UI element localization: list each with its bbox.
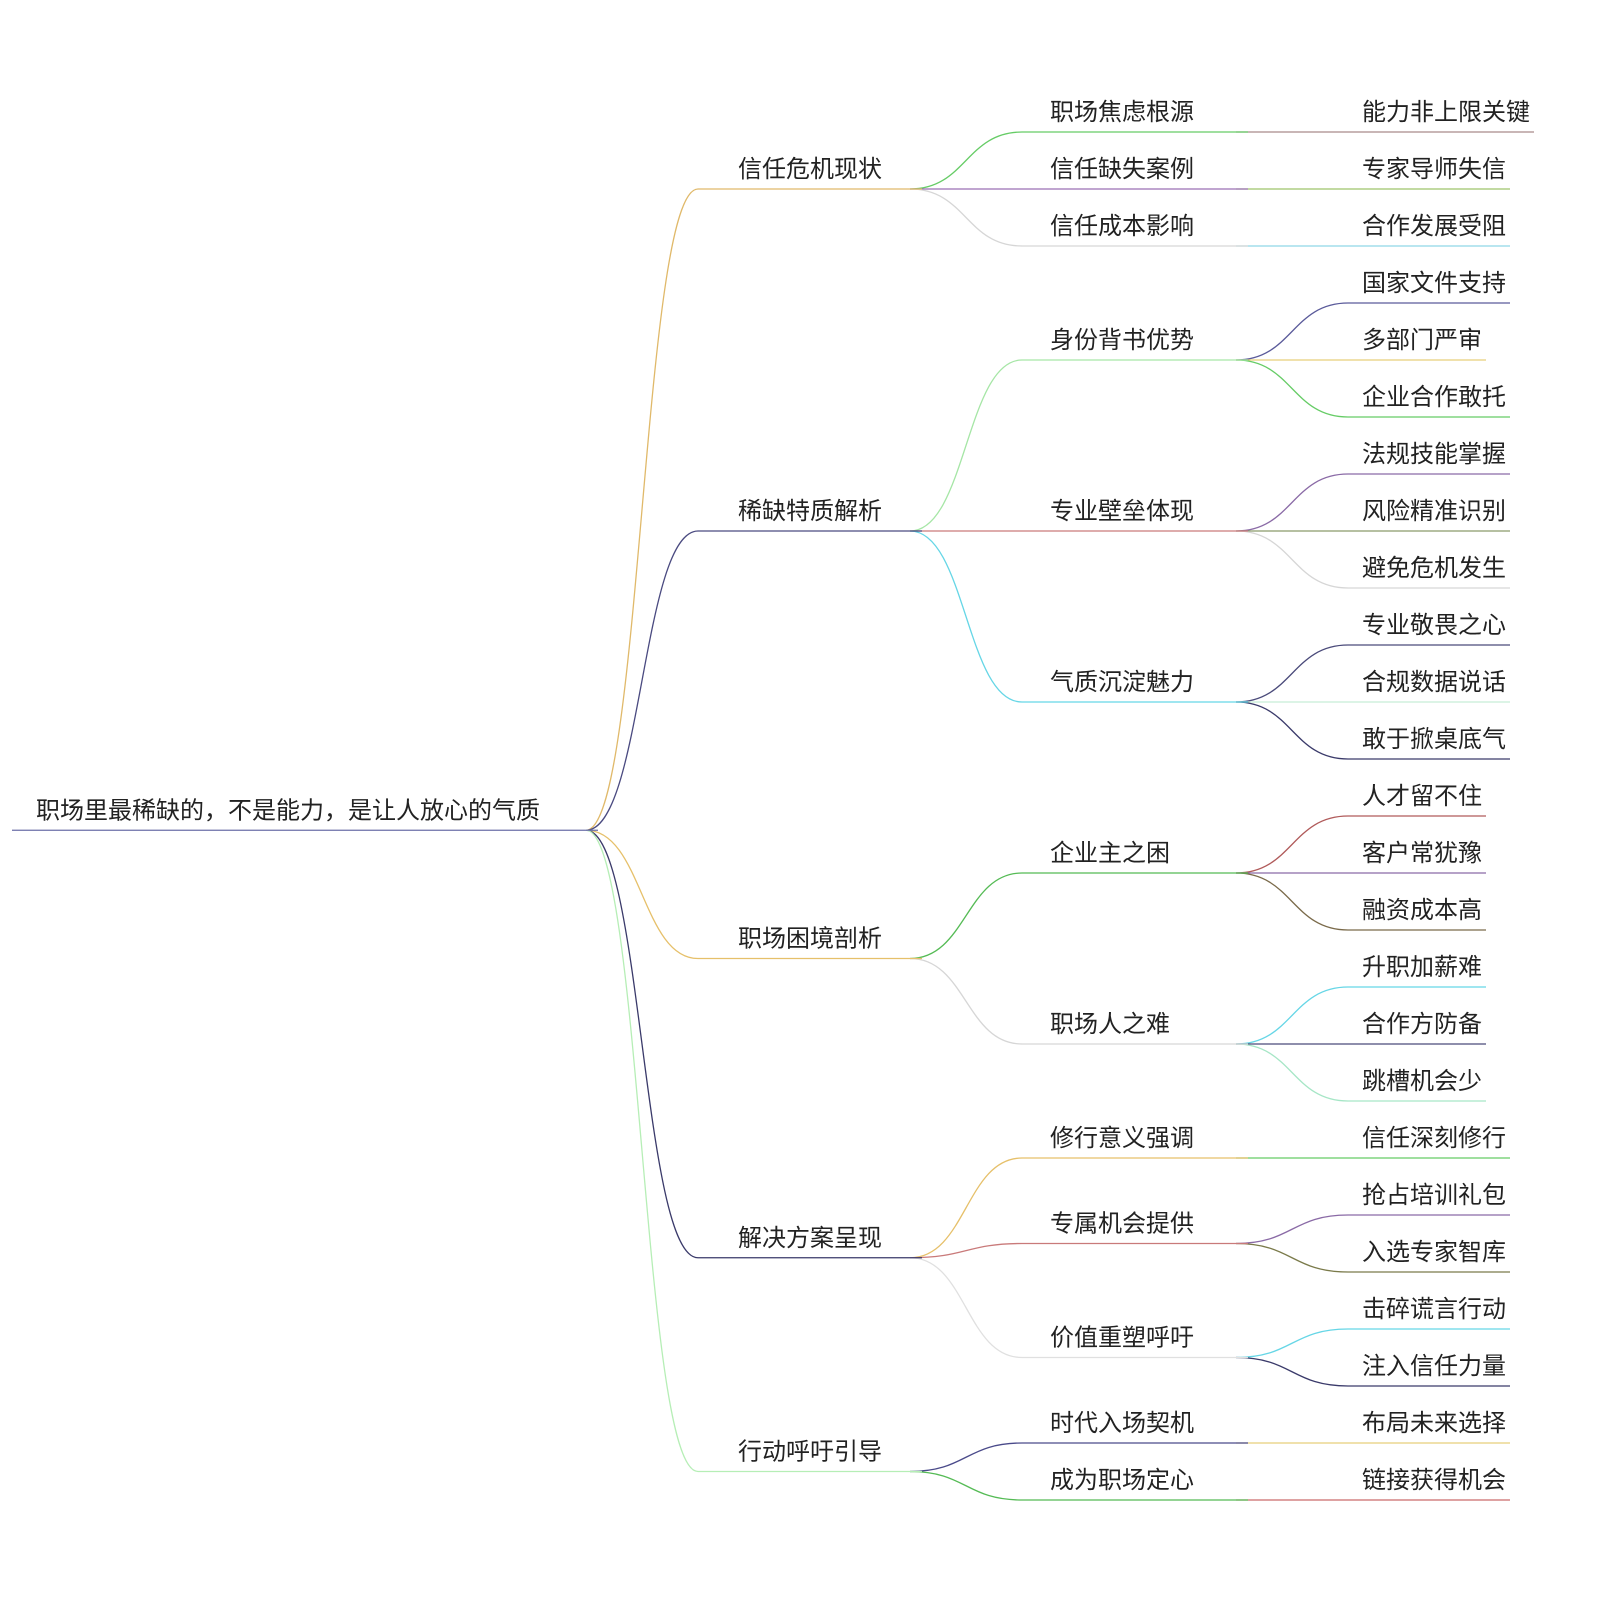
sub-branch[interactable]: 气质沉淀魅力 — [1050, 668, 1194, 696]
leaf-topic[interactable]: 能力非上限关键 — [1362, 98, 1530, 126]
sub-branch[interactable]: 企业主之困 — [1050, 839, 1170, 867]
label-layer: 职场里最稀缺的，不是能力，是让人放心的气质 信任危机现状 职场焦虑根源 能力非上限关键… — [36, 98, 1530, 1494]
connector-d3 — [1235, 1043, 1349, 1102]
connector-d2 — [909, 1157, 1023, 1259]
main-branch[interactable]: 稀缺特质解析 — [738, 497, 882, 525]
leaf-topic[interactable]: 合作发展受阻 — [1362, 212, 1506, 240]
connector-d3 — [1235, 1242, 1349, 1273]
leaf-topic[interactable]: 注入信任力量 — [1362, 1352, 1506, 1380]
leaf-topic[interactable]: 国家文件支持 — [1362, 269, 1506, 297]
connector-d1 — [585, 829, 699, 1473]
leaf-topic[interactable]: 避免危机发生 — [1362, 554, 1506, 582]
connector-d3 — [1235, 872, 1349, 931]
leaf-topic[interactable]: 法规技能掌握 — [1362, 440, 1506, 468]
leaf-topic[interactable]: 客户常犹豫 — [1362, 839, 1482, 867]
root-topic[interactable]: 职场里最稀缺的，不是能力，是让人放心的气质 — [36, 796, 540, 824]
sub-branch[interactable]: 职场焦虑根源 — [1050, 98, 1194, 126]
connector-d2 — [909, 957, 1023, 1045]
leaf-topic[interactable]: 布局未来选择 — [1362, 1409, 1506, 1437]
leaf-topic[interactable]: 升职加薪难 — [1362, 953, 1482, 981]
leaf-topic[interactable]: 合作方防备 — [1362, 1010, 1482, 1038]
leaf-topic[interactable]: 跳槽机会少 — [1362, 1067, 1482, 1095]
leaf-topic[interactable]: 专业敬畏之心 — [1362, 611, 1506, 639]
sub-branch[interactable]: 价值重塑呼吁 — [1050, 1324, 1194, 1352]
connector-d1 — [585, 530, 699, 831]
connector-d3 — [1235, 1356, 1349, 1387]
leaf-topic[interactable]: 多部门严审 — [1362, 326, 1482, 354]
connector-d2 — [909, 1442, 1023, 1473]
connector-layer — [585, 131, 1349, 1501]
leaf-topic[interactable]: 敢于掀桌底气 — [1362, 725, 1506, 753]
sub-branch[interactable]: 身份背书优势 — [1050, 326, 1194, 354]
leaf-topic[interactable]: 抢占培训礼包 — [1362, 1181, 1506, 1209]
sub-branch[interactable]: 信任缺失案例 — [1050, 155, 1194, 183]
connector-d2 — [909, 1257, 1023, 1359]
connector-d2 — [909, 872, 1023, 960]
leaf-topic[interactable]: 击碎谎言行动 — [1362, 1295, 1506, 1323]
underline-layer — [12, 131, 1534, 1501]
sub-branch[interactable]: 时代入场契机 — [1050, 1409, 1194, 1437]
connector-d3 — [1235, 473, 1349, 532]
leaf-topic[interactable]: 链接获得机会 — [1362, 1466, 1506, 1494]
sub-branch[interactable]: 职场人之难 — [1050, 1010, 1170, 1038]
sub-branch[interactable]: 信任成本影响 — [1050, 212, 1194, 240]
sub-branch[interactable]: 专属机会提供 — [1050, 1210, 1194, 1238]
connector-d3 — [1235, 530, 1349, 589]
connector-d2 — [909, 131, 1023, 190]
connector-d3 — [1235, 815, 1349, 874]
connector-d1 — [585, 829, 699, 960]
connector-d3 — [1235, 1214, 1349, 1245]
leaf-topic[interactable]: 合规数据说话 — [1362, 668, 1506, 696]
leaf-topic[interactable]: 信任深刻修行 — [1362, 1124, 1506, 1152]
leaf-topic[interactable]: 企业合作敢托 — [1362, 383, 1506, 411]
main-branch[interactable]: 职场困境剖析 — [738, 925, 882, 953]
sub-branch[interactable]: 成为职场定心 — [1050, 1466, 1194, 1494]
connector-d2 — [909, 188, 1023, 247]
sub-branch[interactable]: 专业壁垒体现 — [1050, 497, 1194, 525]
main-branch[interactable]: 行动呼吁引导 — [738, 1438, 882, 1466]
leaf-topic[interactable]: 风险精准识别 — [1362, 497, 1506, 525]
connector-d3 — [1235, 986, 1349, 1045]
connector-d2 — [909, 1470, 1023, 1501]
connector-d3 — [1235, 359, 1349, 418]
connector-d2 — [909, 359, 1023, 532]
main-branch[interactable]: 解决方案呈现 — [738, 1224, 882, 1252]
leaf-topic[interactable]: 专家导师失信 — [1362, 155, 1506, 183]
connector-d3 — [1235, 701, 1349, 760]
connector-d3 — [1235, 644, 1349, 703]
sub-branch[interactable]: 修行意义强调 — [1050, 1124, 1194, 1152]
main-branch[interactable]: 信任危机现状 — [738, 155, 882, 183]
leaf-topic[interactable]: 人才留不住 — [1362, 782, 1482, 810]
connector-d3 — [1235, 1328, 1349, 1359]
connector-d2 — [909, 1242, 1023, 1259]
connector-d1 — [585, 188, 699, 831]
leaf-topic[interactable]: 入选专家智库 — [1362, 1238, 1506, 1266]
connector-d1 — [585, 829, 699, 1259]
connector-d2 — [909, 530, 1023, 703]
leaf-topic[interactable]: 融资成本高 — [1362, 896, 1482, 924]
connector-d3 — [1235, 302, 1349, 361]
